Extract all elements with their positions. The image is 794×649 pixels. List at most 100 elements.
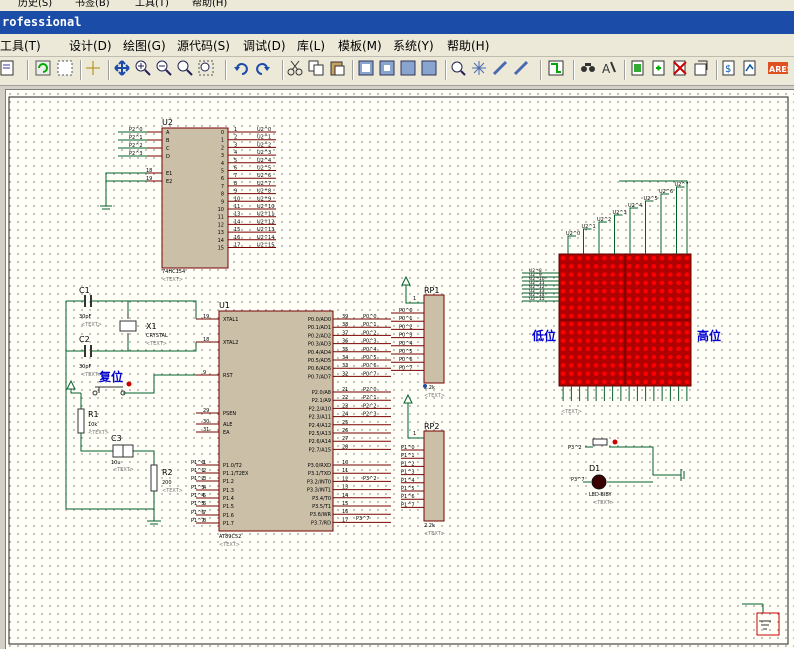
matrix-led [668,321,673,327]
x1-body [119,320,137,332]
matrix-led [560,346,566,352]
erc-icon[interactable]: $ [721,60,741,80]
matrix-led [560,321,566,327]
block-copy-icon[interactable] [358,60,378,80]
reset-wire [70,389,81,394]
matrix-led [684,379,690,385]
menu-tools[interactable]: 工具(T) [0,39,41,53]
matrix-led [593,288,599,294]
menu-system[interactable]: 系统(Y) [393,39,434,53]
zoom-out-icon[interactable] [156,60,176,80]
u1-p1-net: P1^6 [191,510,205,516]
u1-p0-net: P0^4 [363,347,377,353]
matrix-led [643,321,648,327]
matrix-led [659,338,665,343]
u2-output-net: U2^11 [257,212,274,218]
matrix-led [585,354,591,360]
ares-bom-icon[interactable] [742,60,762,80]
u1-pin-number: 7 [203,510,206,516]
u1-p3-pin-label: P3.7/RD [311,520,331,526]
undo-icon[interactable] [233,60,253,80]
wire-autorouter-icon[interactable] [548,60,568,80]
matrix-led [602,272,607,277]
x1-ref: X1 [146,322,157,331]
matrix-led [602,363,607,368]
search-icon[interactable] [580,60,600,80]
bom-icon[interactable] [693,60,713,80]
matrix-led [560,313,566,319]
u1-p2-pin-label: P2.5/A13 [309,431,331,437]
u1-pin-number: 4 [203,485,206,491]
svg-text:A: A [602,62,611,76]
u2-pin-label: 2 [221,145,224,151]
zoom-in-icon[interactable] [135,60,155,80]
matrix-led [651,297,657,302]
decompose-icon[interactable] [513,60,533,80]
grid-icon[interactable] [57,60,77,80]
new-sheet-icon[interactable] [0,60,20,80]
matrix-top-wire [645,200,654,254]
u2-pin-label: 6 [221,176,224,182]
matrix-led [635,338,640,343]
pick-device-icon[interactable] [450,60,470,80]
copy-icon[interactable] [308,60,328,80]
matrix-led [668,338,673,343]
matrix-led [651,272,657,277]
zoom-area-icon[interactable] [198,60,218,80]
redo-icon[interactable] [255,60,275,80]
pan-icon[interactable] [114,60,134,80]
matrix-left-net: U2^11 [529,280,545,286]
menu-debug[interactable]: 调试(D) [243,39,286,53]
c1-value: 30pF [79,314,92,320]
u1-pin-label: XTAL1 [223,317,238,323]
cut-icon[interactable] [287,60,307,80]
matrix-led [610,338,615,343]
menu-library[interactable]: 库(L) [297,39,326,53]
menu-design[interactable]: 设计(D) [69,39,112,53]
matrix-led [560,354,566,360]
matrix-led [577,264,582,269]
block-rotate-icon[interactable] [400,60,420,80]
matrix-led [569,371,574,376]
block-move-icon[interactable] [379,60,399,80]
property-tool-icon[interactable]: A [601,60,621,80]
matrix-led [577,363,582,368]
rp1-ref: RP1 [424,286,439,295]
matrix-led [610,272,615,277]
matrix-led [626,346,632,352]
u1-p0-pin-label: P0.2/AD2 [308,333,331,339]
menu-graph[interactable]: 绘图(G) [123,39,166,53]
make-device-icon[interactable] [471,60,491,80]
block-delete-icon[interactable] [421,60,441,80]
remove-sheet-icon[interactable] [651,60,671,80]
matrix-led [643,354,648,360]
u1-p1-net: P1^1 [191,468,205,474]
menu-template[interactable]: 模板(M) [338,39,382,53]
matrix-led [635,321,640,327]
goto-sheet-icon[interactable] [672,60,692,80]
paste-icon[interactable] [329,60,349,80]
matrix-led [618,272,624,277]
u1-p2-pin-label: P2.2/A10 [309,406,331,412]
matrix-led [651,264,657,269]
matrix-led [585,297,591,302]
new-sheet2-icon[interactable] [630,60,650,80]
menu-help[interactable]: 帮助(H) [447,39,490,53]
menu-source[interactable]: 源代码(S) [177,39,230,53]
window-title: rofessional [2,15,82,29]
matrix-led [610,255,615,261]
origin-icon[interactable] [85,60,105,80]
zoom-all-icon[interactable] [177,60,197,80]
matrix-led [585,371,591,376]
matrix-led [684,313,690,319]
rp2-net: P1^1 [401,453,415,459]
refresh-icon[interactable] [35,60,55,80]
rp1-net: P0^2 [399,324,413,330]
package-icon[interactable] [492,60,512,80]
matrix-led [676,371,681,376]
ares-icon[interactable]: ARES [768,60,788,80]
matrix-led [577,297,582,302]
matrix-led [593,354,599,360]
matrix-led [577,330,582,335]
